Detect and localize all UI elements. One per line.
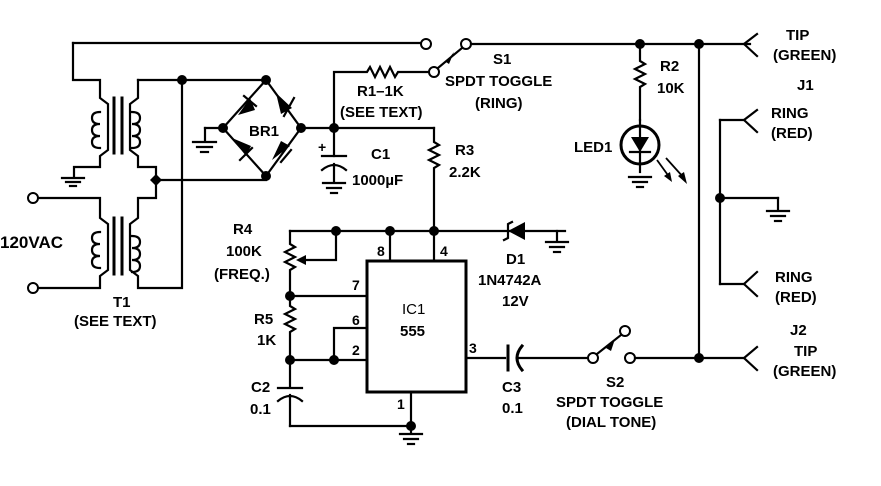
t1-ref-label: T1 [113, 294, 131, 311]
capacitor-c2: C2 0.1 [250, 358, 304, 428]
c2-value-label: 0.1 [250, 401, 271, 418]
capacitor-c3: C3 0.1 [502, 343, 592, 417]
ic1-ref-label: IC1 [402, 301, 425, 318]
d1-ref-label: D1 [506, 251, 525, 268]
c3-ref-label: C3 [502, 379, 521, 396]
r5-value-label: 1K [257, 332, 276, 349]
d1-voltage-label: 12V [502, 293, 529, 310]
s2-desc-label: SPDT TOGGLE [556, 394, 663, 411]
pin-1-label: 1 [397, 396, 405, 412]
c3-value-label: 0.1 [502, 400, 523, 417]
r2-value-label: 10K [657, 80, 685, 97]
j2-tip-color-label: (GREEN) [773, 363, 836, 380]
c2-ref-label: C2 [251, 379, 270, 396]
potentiometer-r4[interactable]: R4 100K (FREQ.) [214, 221, 338, 298]
c1-value-label: 1000µF [352, 172, 403, 189]
j1-ring-color-label: (RED) [771, 125, 813, 142]
diode-icon [272, 141, 293, 164]
r4-ref-label: R4 [233, 221, 253, 238]
transformer-t1: 120VAC T1 (SEE TEXT) [0, 41, 268, 330]
r2-ref-label: R2 [660, 58, 679, 75]
r4-note-label: (FREQ.) [214, 266, 270, 283]
diode-icon [238, 94, 258, 115]
jack-j1[interactable]: TIP (GREEN) J1 RING (RED) [718, 27, 836, 142]
s1-note-label: (RING) [475, 95, 523, 112]
junction-dot [694, 353, 704, 363]
ground-symbol [765, 209, 791, 223]
light-arrows-icon [656, 157, 687, 184]
pin-6-label: 6 [352, 312, 360, 328]
ac-input-terminal-1[interactable] [27, 192, 39, 204]
pin-7-label: 7 [352, 277, 360, 293]
transformer-lower [36, 78, 184, 290]
j1-tip-color-label: (GREEN) [773, 47, 836, 64]
pin-4-label: 4 [440, 243, 448, 259]
jack-j2[interactable]: RING (RED) J2 TIP (GREEN) [718, 269, 836, 380]
r5-ref-label: R5 [254, 311, 273, 328]
led1-label: LED1 [574, 139, 612, 156]
r1-ref-label: R1–1K [357, 83, 404, 100]
ground-symbol [321, 181, 347, 195]
resistor-r2: R2 10K [632, 42, 685, 122]
ic1-555: 8 4 7 6 2 3 1 IC1 555 [352, 229, 477, 412]
junction-dot [406, 421, 416, 431]
d1-value-label: 1N4742A [478, 272, 542, 289]
ground-symbol [544, 240, 570, 254]
pin-2-label: 2 [352, 342, 360, 358]
ground-symbol [398, 432, 424, 446]
polarity-plus: + [318, 139, 326, 155]
t1-note-label: (SEE TEXT) [74, 313, 157, 330]
j2-tip-label: TIP [794, 343, 817, 360]
ground-symbol [627, 175, 653, 189]
s1-ref-label: S1 [493, 51, 511, 68]
s2-note-label: (DIAL TONE) [566, 414, 656, 431]
j1-tip-label: TIP [786, 27, 809, 44]
s1-desc-label: SPDT TOGGLE [445, 73, 552, 90]
ac-input-label: 120VAC [0, 233, 63, 252]
j1-ref-label: J1 [797, 77, 814, 94]
resistor-r3: R3 2.2K [426, 126, 481, 233]
transformer-upper [71, 41, 184, 182]
bridge-rectifier-br1: BR1 [180, 75, 306, 181]
pin-8-label: 8 [377, 243, 385, 259]
br1-label: BR1 [249, 123, 279, 140]
j2-ref-label: J2 [790, 322, 807, 339]
r3-ref-label: R3 [455, 142, 474, 159]
r3-value-label: 2.2K [449, 164, 481, 181]
ac-input-terminal-2[interactable] [27, 282, 39, 294]
j2-ring-color-label: (RED) [775, 289, 817, 306]
led1: LED1 [574, 118, 687, 189]
j2-ring-label: RING [775, 269, 813, 286]
zener-diode-d1: D1 1N4742A 12V [478, 220, 570, 310]
j1-ring-label: RING [771, 105, 809, 122]
ground-symbol [191, 140, 218, 154]
resistor-r5: R5 1K [254, 294, 298, 362]
diode-icon [276, 93, 296, 118]
c1-ref-label: C1 [371, 146, 390, 163]
switch-s1[interactable]: S1 SPDT TOGGLE (RING) [420, 38, 552, 112]
s2-ref-label: S2 [606, 374, 624, 391]
switch-s2[interactable]: S2 SPDT TOGGLE (DIAL TONE) [556, 325, 663, 431]
capacitor-c1: + C1 1000µF [318, 126, 403, 195]
r1-note-label: (SEE TEXT) [340, 104, 423, 121]
ic1-value-label: 555 [400, 323, 425, 340]
resistor-r1: R1–1K (SEE TEXT) [332, 64, 436, 130]
r4-value-label: 100K [226, 243, 262, 260]
ground-symbol [60, 176, 86, 188]
pin-3-label: 3 [469, 340, 477, 356]
diode-icon [232, 138, 254, 162]
